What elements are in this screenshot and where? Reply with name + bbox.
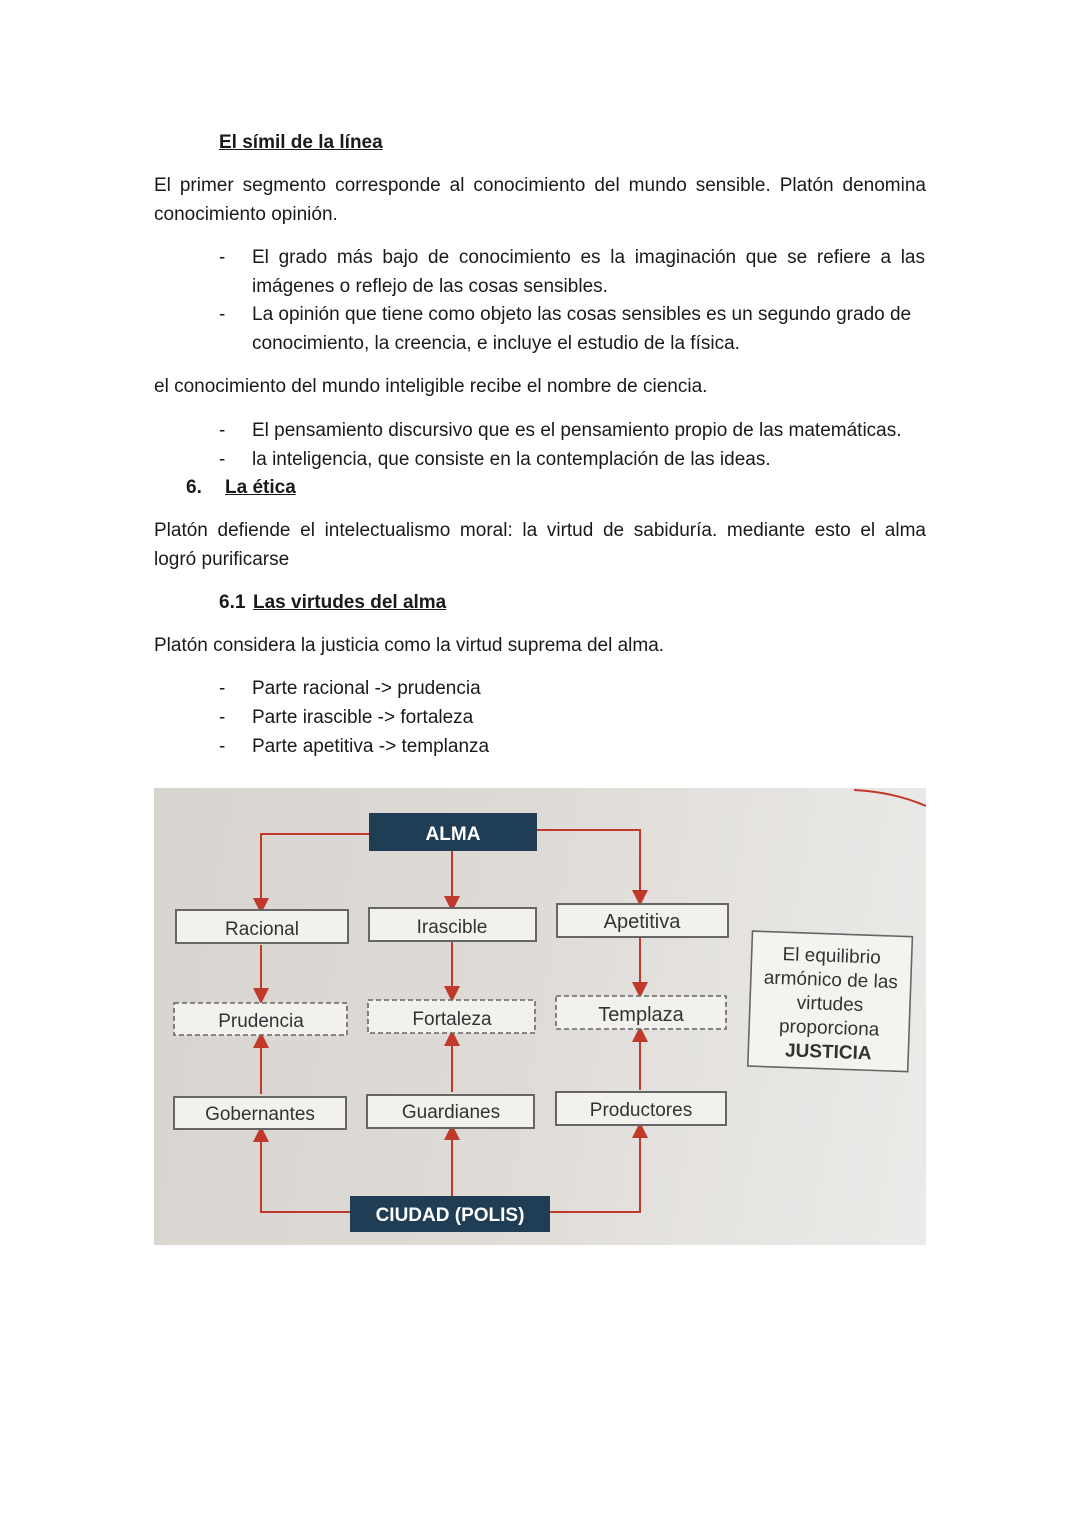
bullet-dash: - [219, 247, 226, 268]
note-line: El equilibrio [782, 944, 881, 968]
note-line: armónico de las [763, 968, 898, 994]
paragraph-line: El primer segmento corresponde al conoci… [154, 175, 926, 196]
alma-connectors [253, 829, 648, 1213]
section-title-etica: La ética [225, 477, 296, 498]
soul-part-label: Racional [225, 919, 299, 940]
list-item: imágenes o reflejo de las cosas sensible… [252, 276, 608, 297]
bullet-dash: - [219, 449, 226, 470]
list-item: Parte apetitiva -> templanza [252, 736, 490, 757]
bullet-dash: - [219, 736, 226, 757]
soul-city-diagram: ALMA Racional Irascible Apetitiva Pruden… [154, 788, 926, 1245]
alma-label: ALMA [426, 824, 481, 845]
virtue-label: Prudencia [218, 1011, 304, 1032]
bullet-dash: - [219, 707, 226, 728]
paragraph-line: logró purificarse [154, 549, 290, 570]
virtue-label: Fortaleza [412, 1009, 492, 1030]
class-label: Gobernantes [205, 1104, 315, 1125]
list-item: Parte irascible -> fortaleza [252, 707, 474, 728]
paragraph-line: conocimiento opinión. [154, 204, 338, 225]
virtue-label: Templaza [598, 1004, 684, 1026]
section-title-simil: El símil de la línea [219, 132, 383, 153]
bullet-dash: - [219, 304, 226, 325]
soul-part-label: Irascible [417, 917, 488, 938]
justice-note: El equilibrio armónico de las virtudes p… [746, 930, 914, 1073]
note-justicia: JUSTICIA [785, 1040, 873, 1064]
list-item: conocimiento, la creencia, e incluye el … [252, 333, 740, 354]
list-item: El grado más bajo de conocimiento es la … [252, 247, 925, 268]
virtue-boxes [173, 995, 727, 1036]
note-line: virtudes [796, 993, 863, 1016]
section-number: 6. [186, 477, 202, 498]
list-item: Parte racional -> prudencia [252, 678, 481, 699]
bullet-dash: - [219, 420, 226, 441]
paragraph-line: Platón defiende el intelectualismo moral… [154, 520, 926, 541]
diagram-svg: ALMA Racional Irascible Apetitiva Pruden… [173, 789, 926, 1232]
class-label: Productores [590, 1100, 692, 1121]
paragraph-line: Platón considera la justicia como la vir… [154, 635, 665, 656]
class-label: Guardianes [402, 1102, 500, 1123]
subsection-number: 6.1 [219, 592, 246, 613]
subsection-title-virtudes: Las virtudes del alma [253, 592, 447, 613]
paragraph-line: el conocimiento del mundo inteligible re… [154, 376, 708, 397]
ciudad-box [350, 1196, 550, 1232]
corner-line [853, 789, 926, 807]
ciudad-label: CIUDAD (POLIS) [376, 1205, 525, 1226]
soul-part-label: Apetitiva [604, 911, 682, 933]
list-item: la inteligencia, que consiste en la cont… [252, 449, 771, 470]
class-boxes [173, 1091, 727, 1130]
soul-parts-boxes [175, 903, 729, 944]
bullet-dash: - [219, 678, 226, 699]
list-item: La opinión que tiene como objeto las cos… [252, 304, 912, 325]
alma-box [369, 813, 537, 851]
note-line: proporciona [779, 1016, 880, 1041]
list-item: El pensamiento discursivo que es el pens… [252, 420, 902, 441]
